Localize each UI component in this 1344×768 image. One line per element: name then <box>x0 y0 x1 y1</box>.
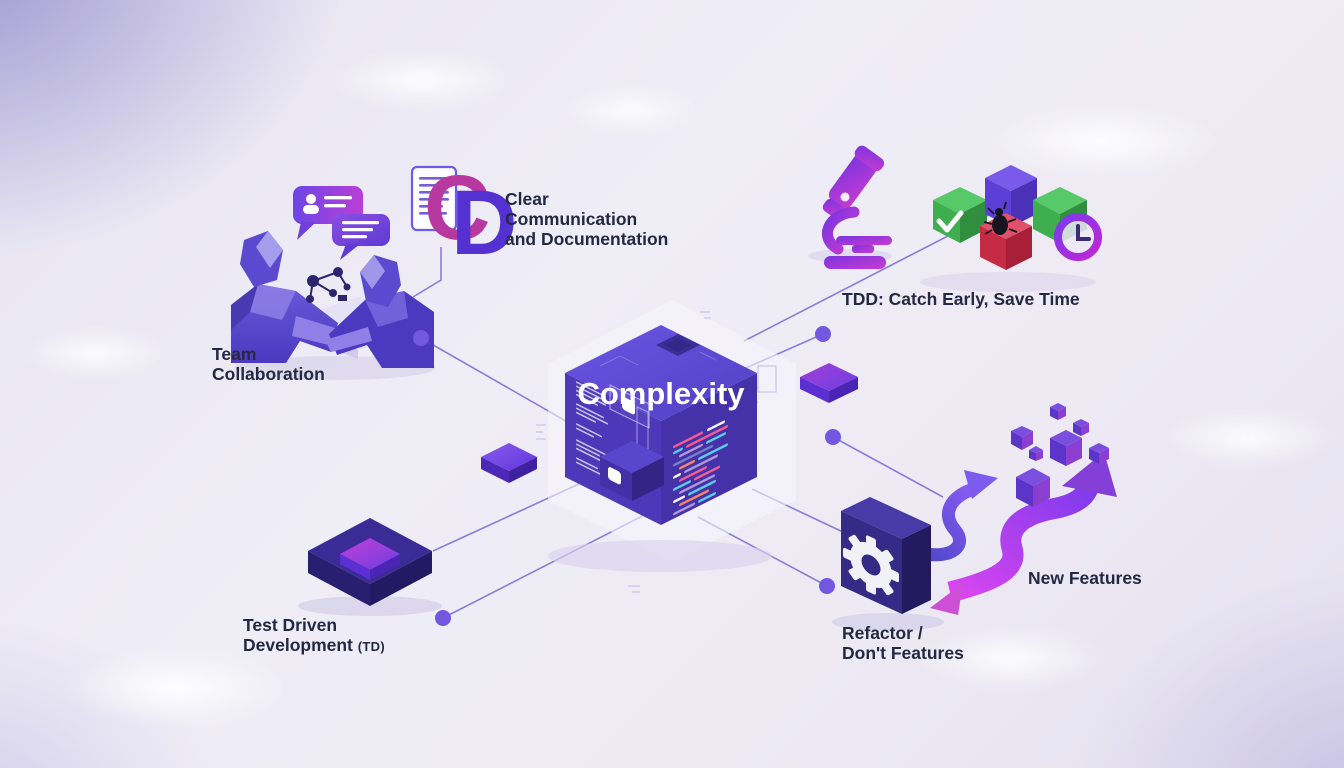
tdd-cube-cluster <box>920 165 1102 292</box>
team-collaboration-illustration <box>231 186 435 380</box>
cube-sketch-lines <box>576 381 608 476</box>
cube-chip-extrusion <box>600 441 664 501</box>
branching-arrows-icon <box>920 452 1117 615</box>
label-clear-communication: Clear Communication and Documentation <box>505 189 669 249</box>
label-team-collaboration: Team Collaboration <box>212 344 325 384</box>
molecule-icon <box>306 267 351 303</box>
complexity-cube: Complexity <box>565 219 757 525</box>
background-glow <box>330 52 515 108</box>
gear-icon <box>843 534 899 596</box>
bug-cube <box>980 201 1032 270</box>
speech-bubbles-icon <box>293 186 390 260</box>
label-tdd-catch-early: TDD: Catch Early, Save Time <box>842 289 1080 309</box>
document-icon <box>410 165 458 232</box>
connector-dots <box>413 326 841 626</box>
background-glow <box>1160 410 1335 465</box>
label-test-driven-development: Test Driven Development (TD) <box>243 615 385 655</box>
purple-cube <box>985 165 1037 227</box>
floating-tile <box>800 363 858 403</box>
refactor-gear-box <box>832 497 944 631</box>
cube-code-lines <box>673 420 728 516</box>
clock-icon <box>1054 213 1102 261</box>
background-glow <box>985 105 1220 177</box>
tdd-platform <box>298 518 442 616</box>
label-new-features: New Features <box>1028 568 1142 588</box>
complexity-title: Complexity <box>577 376 745 411</box>
cd-monogram-d: D <box>451 172 518 274</box>
label-refactor: Refactor / Don't Features <box>842 623 964 663</box>
background-glow <box>560 88 700 132</box>
floating-tile <box>481 443 537 483</box>
bug-icon <box>983 201 1018 235</box>
microscope-icon <box>808 145 892 269</box>
feature-cubes <box>1011 403 1109 507</box>
background-glow <box>915 628 1105 688</box>
cd-monogram-c: C <box>424 157 491 259</box>
background-glow <box>20 330 170 376</box>
background-glow <box>60 650 290 726</box>
check-cube-icon <box>933 187 987 243</box>
